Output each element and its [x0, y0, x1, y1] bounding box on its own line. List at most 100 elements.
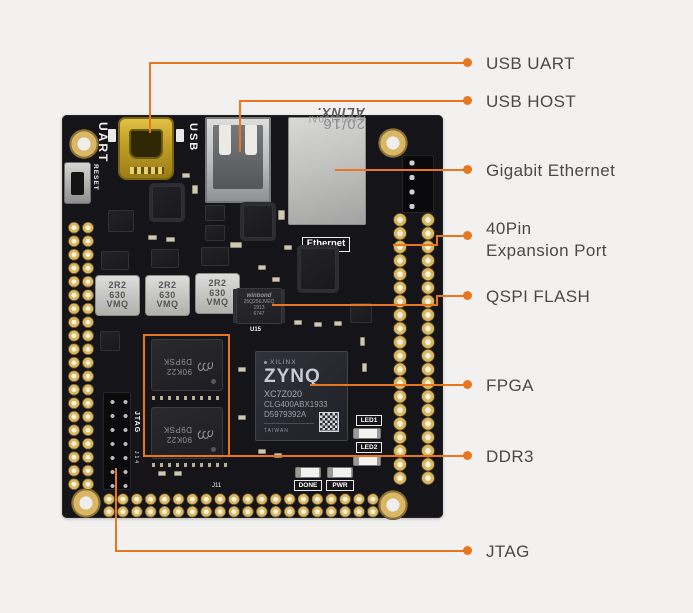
callout-dot-usb-host [463, 96, 472, 105]
expansion-header-bottom [102, 493, 380, 518]
jtag-connector [103, 392, 131, 490]
passive-component [334, 321, 342, 326]
pcb-board: UART USB 20/16 AX911130AI ALINX. Etherne… [62, 105, 443, 520]
callout-label-fpga: FPGA [486, 376, 534, 395]
callout-dot-expansion-port [463, 231, 472, 240]
jtag-silkscreen: JTAG [133, 411, 140, 434]
callout-label-expansion-port: 40Pin Expansion Port [486, 219, 607, 260]
passive-component [230, 242, 242, 248]
callout-line-jtag [115, 468, 117, 552]
callout-dot-gigabit-ethernet [463, 165, 472, 174]
ddr3-marking: 90K22 D9PSK [152, 340, 222, 390]
callout-line-qspi-flash [436, 295, 438, 306]
passive-component [272, 277, 280, 282]
j11-silkscreen: J11 [212, 483, 222, 489]
callout-line-usb-host [239, 100, 241, 152]
mini-usb-slot [129, 129, 163, 159]
passive-component [258, 449, 266, 454]
ddr3-chip-1: 90K22 D9PSK [151, 339, 223, 391]
pwr-silkscreen: PWR [326, 480, 354, 491]
expansion-header-right [386, 213, 442, 485]
passive-component [294, 320, 302, 325]
qspi-flash-chip: winbond 25Q256JVEQ 1913 6747 [236, 288, 282, 324]
passive-component [148, 235, 157, 240]
mounting-hole-top-left [69, 129, 99, 159]
mounting-hole-bottom-right [378, 490, 408, 520]
pad-row [152, 396, 222, 400]
micron-logo [197, 430, 214, 439]
callout-label-jtag: JTAG [486, 542, 530, 561]
led1-silkscreen: LED1 [356, 415, 382, 426]
callout-line-usb-uart [149, 63, 151, 133]
done-silkscreen: DONE [294, 480, 322, 491]
usb-contact [245, 125, 257, 155]
usb-host-connector [205, 117, 271, 203]
regulator-chip [201, 247, 229, 266]
passive-component [284, 245, 292, 250]
passive-component [278, 210, 285, 220]
pad-row [152, 463, 232, 467]
passive-component [362, 363, 367, 372]
regulator-chip [101, 251, 129, 270]
u15-silkscreen: U15 [250, 327, 262, 333]
callout-line-usb-uart [149, 62, 468, 64]
callout-line-ddr3 [230, 455, 468, 457]
ethernet-jack: 20/16 AX911130AI ALINX. [288, 105, 366, 225]
regulator-chip [151, 249, 179, 268]
pwr-led [327, 467, 353, 478]
passive-component [258, 265, 266, 270]
ddr3-chip-2: 90K22 D9PSK [151, 407, 223, 459]
done-led [295, 467, 321, 478]
callout-label-usb-uart: USB UART [486, 54, 575, 73]
reset-button [64, 162, 91, 204]
winbond-logo: winbond [246, 293, 272, 299]
passive-component [314, 322, 322, 327]
callout-label-qspi-flash: QSPI FLASH [486, 287, 591, 306]
jumper-header [205, 205, 225, 221]
ddr3-highlight-box [143, 334, 230, 457]
mini-usb-pins [130, 167, 164, 174]
passive-component [192, 185, 198, 194]
callout-line-expansion-port [436, 235, 468, 237]
callout-dot-ddr3 [463, 451, 472, 460]
small-ic [108, 210, 134, 232]
expansion-header-left [67, 221, 95, 491]
callout-line-expansion-port [393, 244, 438, 246]
mounting-hole-bottom-left [71, 488, 101, 518]
reset-button-cap [71, 172, 84, 195]
callout-label-gigabit-ethernet: Gigabit Ethernet [486, 161, 616, 180]
qr-code [319, 412, 339, 432]
callout-label-usb-host: USB HOST [486, 92, 577, 111]
reset-silkscreen: RESET [92, 164, 99, 191]
callout-dot-qspi-flash [463, 291, 472, 300]
passive-component [166, 237, 175, 242]
usb-silkscreen: USB [187, 123, 199, 153]
passive-component [158, 471, 166, 476]
small-ic [350, 303, 372, 323]
callout-label-ddr3: DDR3 [486, 447, 534, 466]
ddr3-marking: 90K22 D9PSK [152, 408, 222, 458]
small-ic [100, 331, 120, 351]
callout-dot-usb-uart [463, 58, 472, 67]
callout-line-usb-host [239, 100, 468, 102]
usb-uart-bridge-chip [152, 186, 182, 219]
passive-component [360, 337, 365, 346]
mounting-hole-top-right [378, 128, 408, 158]
passive-component [182, 173, 190, 178]
micron-logo [197, 362, 214, 371]
solder-pad [108, 129, 116, 142]
divider [264, 423, 314, 424]
mini-usb-uart-connector [118, 117, 174, 180]
led2-silkscreen: LED2 [356, 442, 382, 453]
j14-silkscreen: J14 [133, 451, 139, 466]
usb-phy-chip [243, 205, 273, 238]
passive-component [174, 471, 182, 476]
callout-line-fpga [310, 384, 468, 386]
jumper-header [205, 225, 225, 241]
uart-silkscreen: UART [96, 122, 110, 164]
callout-dot-fpga [463, 380, 472, 389]
